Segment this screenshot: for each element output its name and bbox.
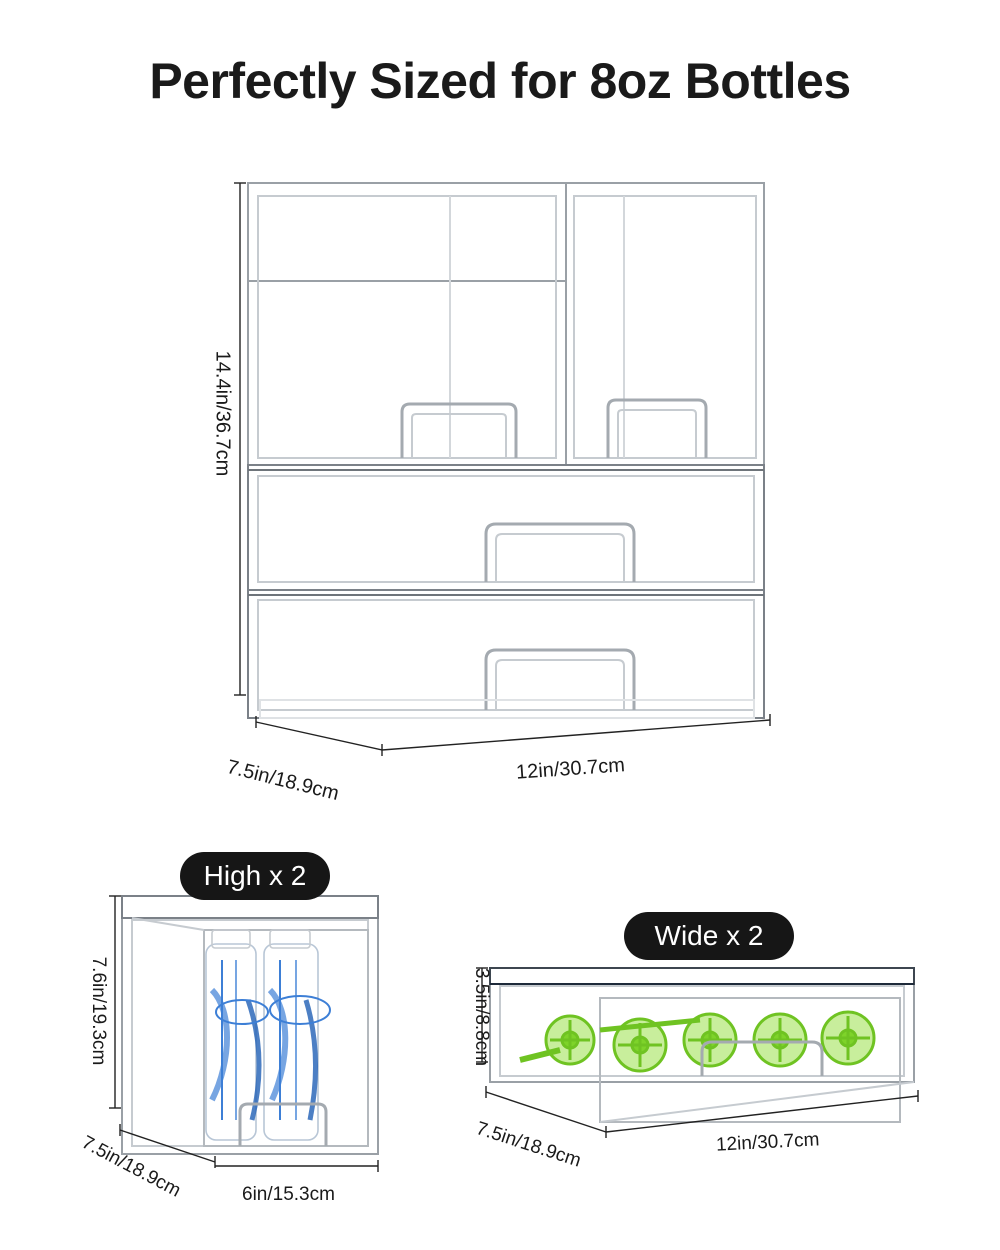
high-height-label: 7.6in/19.3cm [88,956,109,1066]
page-title: Perfectly Sized for 8oz Bottles [149,53,851,109]
high-drawer-handle [238,1102,328,1146]
wide-drawer-handle [700,1040,824,1076]
stack-wide-drawer-top [247,464,765,591]
stack-high-drawer-left [247,182,567,466]
high-width-label: 6in/15.3cm [242,1184,335,1205]
stack-height-label: 14.4in/36.7cm [211,350,234,477]
baby-bottle-right [215,929,331,1141]
stack-high-drawer-right [565,182,765,466]
wide-badge: Wide x 2 [624,912,794,960]
high-badge: High x 2 [180,852,330,900]
bottle-drying-parts [519,1010,876,1073]
stack-wide-drawer-bottom [247,589,765,719]
baby-bottle-left [205,929,262,1141]
wide-height-label: 3.5in/8.8cm [471,967,492,1067]
